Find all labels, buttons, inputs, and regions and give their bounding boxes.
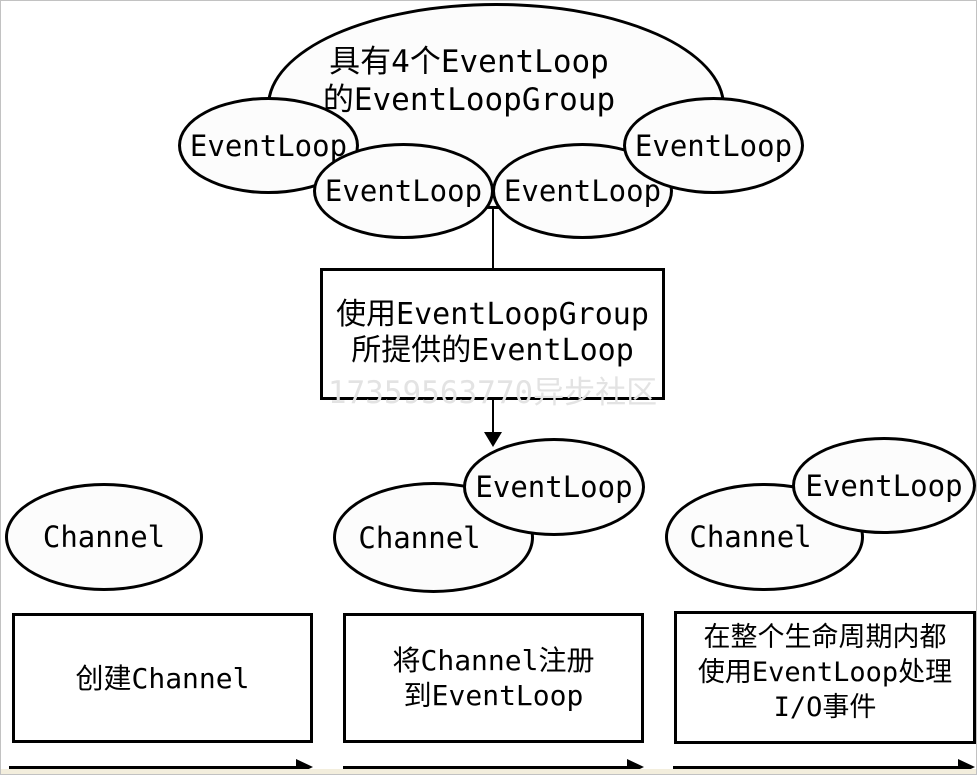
stage-3-channel-label: Channel [689,520,812,554]
eventloopgroup-label-line2: 的EventLoopGroup [322,82,616,118]
stage-1-caption-line1: 创建Channel [75,661,250,695]
stage-2-eventloop-ellipse: EventLoop [463,438,645,536]
provider-box: 使用EventLoopGroup 所提供的EventLoop 173595637… [320,268,665,411]
stage-2-caption-line1: 将Channel注册 [392,644,595,677]
stage-3-eventloop-ellipse: EventLoop [792,437,976,534]
eventloop-ellipse-3-label: EventLoop [503,174,662,208]
eventloop-ellipse-4-label: EventLoop [634,128,793,163]
stage-3-caption-box: 在整个生命周期内都 使用EventLoop处理 I/O事件 [674,611,976,744]
eventloop-ellipse-3: EventLoop [492,143,673,239]
stage-2-caption-line2: 到EventLoop [403,679,584,712]
stage-3-caption-line1: 在整个生命周期内都 [703,622,947,653]
stage-2-flow-arrow-line [343,766,629,769]
eventloopgroup-label-line1: 具有4个EventLoop [329,44,609,80]
stage-1-channel-label: Channel [42,520,166,554]
stage-2-eventloop-label: EventLoop [475,470,633,504]
group-to-box-connector-line [492,206,494,269]
stage-1-channel-ellipse: Channel [5,483,203,591]
box-to-eventloop-arrow-line [492,400,494,433]
stage-1-flow-arrow-line [9,766,298,769]
stage-2-channel-label: Channel [358,520,481,555]
stage-3-eventloop-label: EventLoop [805,468,963,503]
eventloopgroup-label: 具有4个EventLoop 的EventLoopGroup [254,43,684,119]
eventloop-ellipse-2-label: EventLoop [324,174,483,208]
stage-3-caption-line2: 使用EventLoop处理 [697,657,953,688]
stage-1-caption-box: 创建Channel [12,613,313,743]
provider-box-label-line1: 使用EventLoopGroup [336,297,649,332]
provider-box-label: 使用EventLoopGroup 所提供的EventLoop [323,297,662,369]
stage-3-flow-arrow-line [673,766,960,769]
eventloop-ellipse-2: EventLoop [313,143,494,239]
bottom-scan-strip [1,769,976,774]
eventloop-ellipse-4: EventLoop [623,97,804,194]
box-to-eventloop-arrowhead-icon [484,432,502,447]
provider-box-label-line2: 所提供的EventLoop [351,333,634,368]
stage-2-caption-box: 将Channel注册 到EventLoop [343,613,644,743]
eventloop-ellipse-1-label: EventLoop [189,128,348,163]
stage-3-caption-line3: I/O事件 [773,692,877,723]
